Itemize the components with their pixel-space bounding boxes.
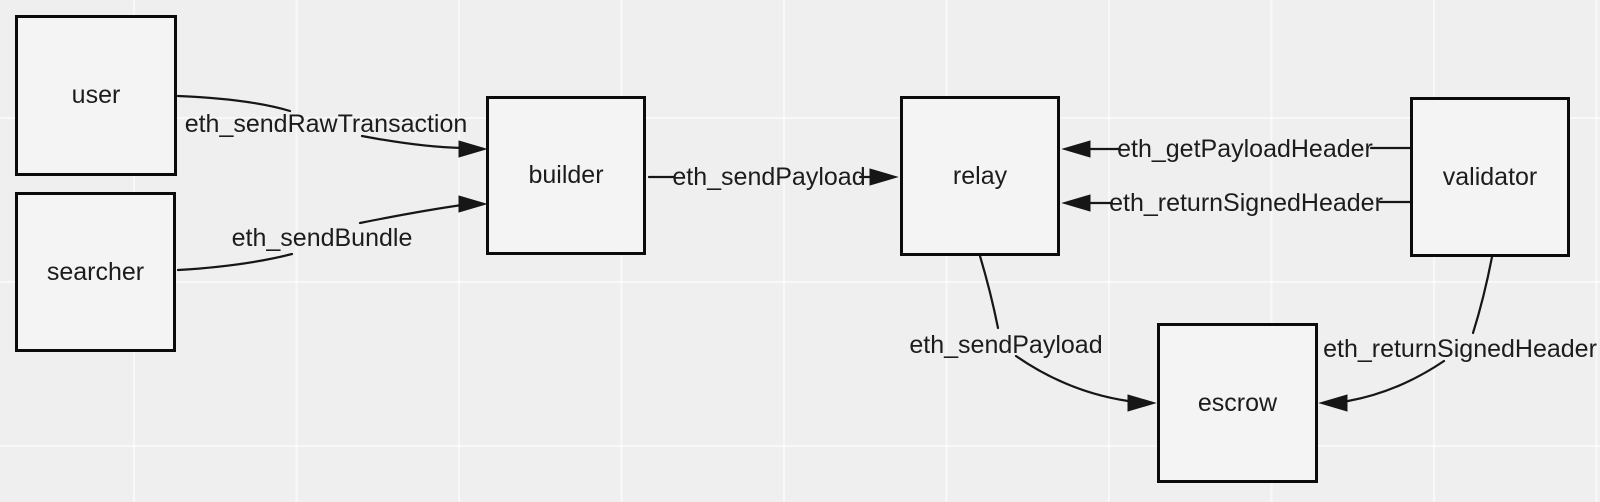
node-validator: validator — [1410, 97, 1570, 257]
edge-validator-to-relay-return — [1061, 194, 1412, 212]
arrowhead-icon — [1318, 394, 1348, 412]
node-searcher: searcher — [15, 192, 176, 352]
edge-searcher-to-builder — [176, 195, 488, 272]
node-relay: relay — [900, 96, 1060, 256]
arrowhead-icon — [869, 168, 899, 186]
node-validator-label: validator — [1442, 162, 1538, 191]
node-relay-label: relay — [952, 161, 1008, 190]
edge-label-get-payload-header: eth_getPayloadHeader — [1117, 135, 1373, 163]
node-escrow: escrow — [1157, 323, 1318, 483]
edge-validator-to-escrow — [1318, 255, 1494, 412]
edge-label-send-payload-relay-escrow: eth_sendPayload — [909, 331, 1103, 359]
node-escrow-label: escrow — [1197, 388, 1278, 417]
edge-label-return-signed-header-relay: eth_returnSignedHeader — [1109, 189, 1383, 217]
node-user: user — [15, 15, 177, 176]
node-user-label: user — [71, 81, 121, 109]
edge-label-send-payload-builder-relay: eth_sendPayload — [672, 163, 866, 191]
edge-label-send-raw-transaction: eth_sendRawTransaction — [184, 110, 468, 138]
edge-relay-to-escrow — [978, 254, 1157, 412]
edge-label-send-bundle: eth_sendBundle — [231, 224, 413, 252]
edge-user-to-builder-segment — [360, 134, 464, 150]
arrowhead-icon — [1127, 394, 1157, 412]
edge-searcher-to-builder-segment — [358, 203, 464, 225]
edge-validator-to-escrow-segment — [1346, 359, 1446, 403]
node-builder: builder — [486, 96, 646, 255]
arrowhead-icon — [1061, 140, 1091, 158]
node-builder-label: builder — [528, 161, 604, 189]
node-searcher-label: searcher — [46, 257, 145, 286]
arrowhead-icon — [458, 195, 488, 213]
arrowhead-icon — [1061, 194, 1091, 212]
edge-label-return-signed-header-escrow: eth_returnSignedHeader — [1323, 335, 1597, 363]
edge-relay-to-escrow-segment — [978, 254, 1000, 330]
edge-validator-to-escrow-segment — [1471, 255, 1494, 335]
arrowhead-icon — [458, 140, 488, 158]
edge-builder-to-relay — [647, 168, 899, 186]
edge-user-to-builder — [176, 94, 488, 158]
edge-user-to-builder-segment — [176, 94, 292, 113]
edge-relay-to-escrow-segment — [1014, 354, 1130, 403]
edge-validator-to-relay-get — [1061, 140, 1412, 158]
edge-searcher-to-builder-segment — [176, 252, 294, 272]
